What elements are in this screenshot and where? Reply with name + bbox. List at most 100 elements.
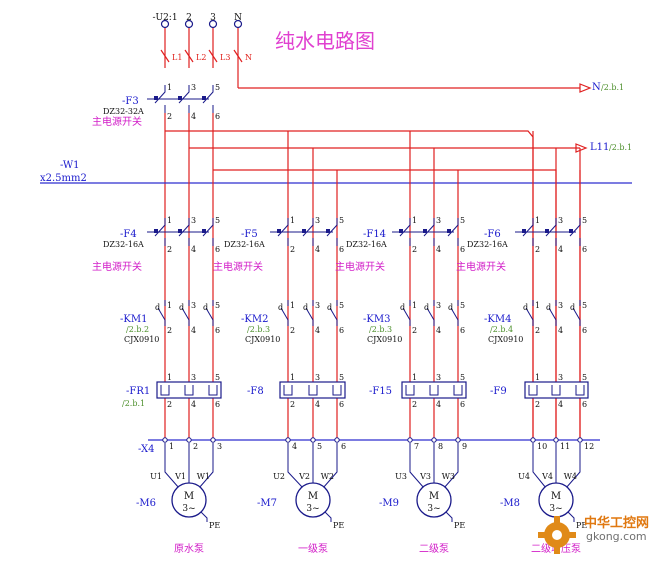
branch-breaker-model: DZ32-16A [346, 240, 387, 249]
pe-label: PE [576, 521, 587, 530]
motor-symbol [295, 482, 331, 518]
branch-breaker [545, 218, 557, 246]
overload-tag: -F8 [247, 386, 264, 397]
pole-number: 5 [460, 301, 465, 310]
arrow-icon [575, 143, 588, 153]
motor-lead [443, 443, 459, 489]
fuse [184, 49, 194, 63]
motor-terminal-label: U2 [273, 472, 285, 481]
breaker-tag: -F3 [122, 96, 139, 107]
contactor-contact [181, 300, 190, 326]
contactor-contact [329, 300, 338, 326]
terminal-point [530, 437, 536, 443]
supply-terminal-label: -U2:1 [152, 13, 177, 23]
branch-breaker-tag: -F6 [484, 229, 501, 240]
overload-element [332, 385, 342, 396]
pole-number: 5 [582, 373, 587, 382]
main-breaker [202, 96, 206, 100]
branch-breaker [447, 229, 451, 233]
motor-letter: M [429, 491, 439, 502]
watermark-site: gkong.com [586, 530, 647, 543]
branch-breaker-tag: -F4 [120, 229, 137, 240]
pole-number: 2 [167, 400, 172, 409]
pole-number: 3 [191, 301, 196, 310]
overload-relay [279, 381, 346, 399]
pole-number: 2 [535, 326, 540, 335]
pole-number: 1 [412, 216, 417, 225]
pole-number: 5 [339, 216, 344, 225]
contactor-symbol: d [278, 303, 283, 312]
pole-number: 5 [339, 301, 344, 310]
pole-number: 6 [460, 326, 465, 335]
contactor-tag: -KM3 [363, 314, 390, 325]
contactor-symbol: d [303, 303, 308, 312]
fuse [160, 49, 170, 63]
motor-terminal-label: W2 [321, 472, 334, 481]
terminal-number: 8 [438, 442, 443, 451]
pole-number: 5 [215, 301, 220, 310]
pole-number: 2 [535, 245, 540, 254]
contactor-ref: /2.b.4 [490, 325, 513, 334]
branch-breaker [447, 218, 459, 246]
terminal-number: 9 [462, 442, 467, 451]
contactor-symbol: d [424, 303, 429, 312]
motor-terminal-label: V3 [419, 472, 431, 481]
contactor-symbol: d [400, 303, 405, 312]
terminal-number: 6 [341, 442, 346, 451]
branch-breaker [154, 229, 158, 233]
pole-number: 5 [215, 216, 220, 225]
contactor-contact [548, 300, 557, 326]
pole-number: 4 [558, 326, 563, 335]
components [154, 19, 592, 522]
pole-number: 2 [167, 112, 172, 121]
pole-number: 1 [167, 373, 172, 382]
contactor-contact [205, 300, 214, 326]
contactor-ref: /2.b.3 [369, 325, 392, 334]
pole-number: 3 [315, 216, 320, 225]
branch-breaker [302, 218, 314, 246]
terminal-marker [208, 19, 218, 29]
main-breaker [178, 96, 182, 100]
motor-phase: 3~ [549, 504, 562, 514]
motor-phase: 3~ [427, 504, 440, 514]
branch-breaker [178, 229, 182, 233]
motor-letter: M [184, 491, 194, 502]
pole-number: 4 [436, 326, 441, 335]
branch-breaker-tag: -F14 [363, 229, 386, 240]
motor-lead [409, 443, 425, 489]
contactor-model: CJX0910 [488, 335, 523, 344]
overload-ref: /2.b.1 [122, 399, 145, 408]
branch-breaker [202, 218, 214, 246]
overload-element [575, 385, 585, 396]
terminal-number: 12 [584, 442, 594, 451]
overload-element [528, 385, 538, 396]
branch-breaker-model: DZ32-16A [467, 240, 508, 249]
pole-number: 2 [290, 400, 295, 409]
overload-relay [524, 381, 589, 399]
branch-breaker-description: 主电源开关 [335, 260, 385, 273]
pe-lead [567, 511, 575, 522]
motor-name: 二级泵 [419, 543, 449, 555]
terminal-point [162, 437, 168, 443]
pole-number: 6 [339, 326, 344, 335]
cable-tag: -W1 [60, 160, 79, 171]
branch-breaker [569, 218, 581, 246]
pole-number: 3 [191, 216, 196, 225]
watermark: 中华工控网 gkong.com [534, 512, 664, 558]
pole-number: 5 [460, 373, 465, 382]
breaker-description: 主电源开关 [92, 115, 142, 128]
supply-terminal-label: 2 [186, 13, 192, 23]
pole-number: 1 [535, 301, 540, 310]
overload-element [283, 385, 293, 396]
pe-lead [324, 511, 332, 522]
terminal-strip-tag: -X4 [138, 444, 155, 455]
motor-terminal-label: W3 [442, 472, 455, 481]
main-breaker [178, 85, 190, 113]
pole-number: 4 [191, 400, 196, 409]
l11-output-ref: /2.b.1 [609, 143, 632, 152]
pole-number: 1 [167, 301, 172, 310]
overload-tag: -F15 [369, 386, 392, 397]
terminal-number: 2 [193, 442, 198, 451]
pole-number: 3 [436, 373, 441, 382]
breaker-model: DZ32-32A [103, 107, 144, 116]
